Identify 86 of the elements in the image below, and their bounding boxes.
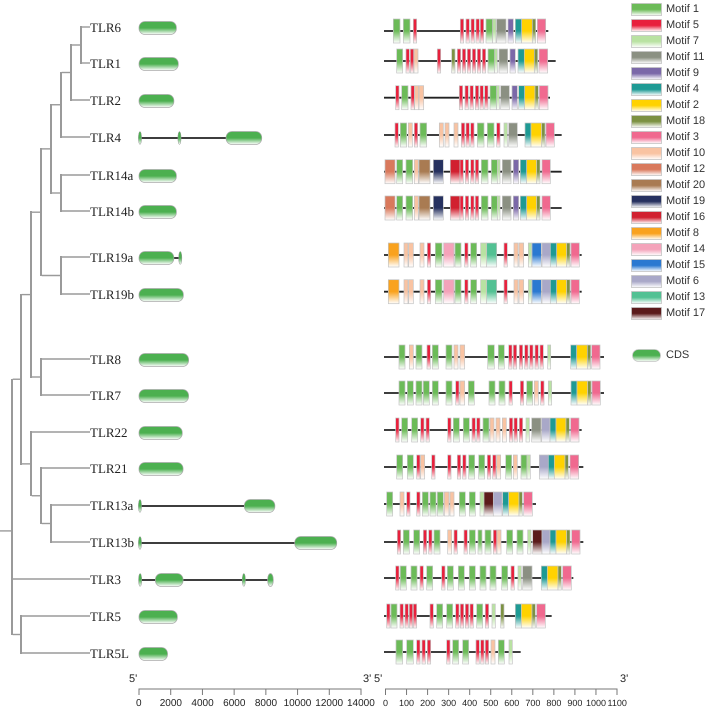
- axis-tick-label: 200: [420, 698, 436, 709]
- tree-branch: [22, 463, 30, 465]
- axis-tick-label: 10000: [284, 698, 312, 709]
- legend-label: Motif 7: [666, 34, 700, 48]
- axis-tick-label: 700: [525, 698, 540, 709]
- gene-label: TLR2: [90, 92, 122, 108]
- tree-branch: [52, 504, 90, 506]
- tree-branch: [22, 294, 30, 296]
- axis-tick-label: 1000: [586, 698, 606, 709]
- legend-label: Motif 1: [666, 2, 700, 16]
- legend-label: Motif 9: [666, 66, 700, 80]
- tree-branch: [42, 148, 50, 150]
- tree-branch: [62, 210, 90, 212]
- gene-label: TLR5: [90, 608, 122, 624]
- legend-label: Motif 5: [666, 18, 700, 32]
- gene-label: TLR3: [90, 572, 122, 586]
- axis-tick-label: 14000: [347, 698, 375, 709]
- legend-label: Motif 17: [666, 306, 706, 320]
- tree-branch: [52, 541, 90, 543]
- tree-branch: [22, 615, 90, 617]
- axis-tick-label: 0: [383, 698, 388, 709]
- axis-tick-label: 400: [462, 698, 478, 709]
- strand-end-label: 5': [129, 674, 138, 685]
- legend-label: CDS: [666, 348, 690, 362]
- legend-label: Motif 2: [666, 98, 700, 112]
- axis-tick-label: 0: [136, 698, 142, 709]
- axis-tick-label: 900: [567, 698, 582, 709]
- axis-tick-label: 300: [441, 698, 456, 709]
- axis-tick-label: 6000: [223, 698, 246, 709]
- axis-tick-label: 500: [483, 698, 498, 709]
- legend-label: Motif 18: [666, 114, 706, 128]
- gene-label: TLR14b: [90, 204, 134, 218]
- tree-branch: [12, 578, 90, 580]
- strand-end-label: 3': [620, 674, 628, 685]
- legend-label: Motif 8: [666, 226, 700, 240]
- gene-label: TLR8: [90, 352, 122, 366]
- axis-tick-label: 8000: [254, 698, 278, 709]
- tree-branch: [32, 212, 40, 213]
- axis-tick-label: 12000: [315, 698, 344, 709]
- strand-end-label: 3': [363, 674, 372, 685]
- tree-branch: [62, 293, 90, 295]
- legend-label: Motif 14: [666, 242, 706, 256]
- gene-label: TLR7: [90, 388, 122, 402]
- legend-label: Motif 6: [666, 274, 700, 288]
- gene-label: TLR5L: [90, 646, 129, 660]
- tree-branch: [42, 274, 60, 276]
- axis-tick-label: 100: [399, 698, 414, 709]
- legend-label: Motif 13: [666, 290, 706, 304]
- legend-label: Motif 11: [666, 50, 704, 64]
- gene-label: TLR14a: [90, 168, 134, 182]
- legend-label: Motif 16: [666, 210, 706, 224]
- gene-label: TLR22: [90, 424, 128, 440]
- legend-label: Motif 12: [666, 162, 706, 176]
- tree-branch: [62, 136, 90, 138]
- legend-label: Motif 3: [666, 130, 700, 144]
- tree-branch: [72, 99, 90, 101]
- tree-branch: [0, 530, 12, 532]
- gene-label: TLR6: [90, 20, 122, 34]
- gene-label: TLR13b: [90, 534, 134, 550]
- tree-branch: [32, 495, 40, 496]
- strand-end-label: 5': [374, 674, 382, 685]
- gene-label: TLR1: [90, 56, 122, 70]
- legend-label: Motif 19: [666, 194, 706, 208]
- tree-branch: [42, 467, 90, 469]
- tree-branch: [52, 104, 60, 106]
- tree-branch: [42, 358, 90, 360]
- gene-label: TLR21: [90, 460, 128, 476]
- axis-tick-label: 2000: [160, 698, 182, 709]
- axis-tick-label: 4000: [191, 698, 214, 709]
- tree-branch: [42, 394, 90, 396]
- axis-tick-label: 800: [546, 698, 562, 709]
- tree-branch: [62, 256, 90, 258]
- gene-label: TLR4: [90, 130, 122, 144]
- gene-label: TLR19a: [90, 250, 134, 264]
- tree-branch: [62, 174, 90, 176]
- legend-label: Motif 15: [666, 258, 706, 272]
- axis-tick-label: 1100: [608, 698, 627, 709]
- gene-label: TLR13a: [90, 498, 134, 512]
- axis-tick-label: 600: [504, 698, 520, 709]
- tree-branch: [12, 378, 20, 380]
- legend-label: Motif 4: [666, 82, 700, 96]
- legend-label: Motif 10: [666, 146, 706, 160]
- gene-label: TLR19b: [90, 286, 134, 302]
- tree-branch: [32, 431, 90, 433]
- tree-branch: [22, 652, 90, 654]
- legend-label: Motif 20: [666, 178, 706, 192]
